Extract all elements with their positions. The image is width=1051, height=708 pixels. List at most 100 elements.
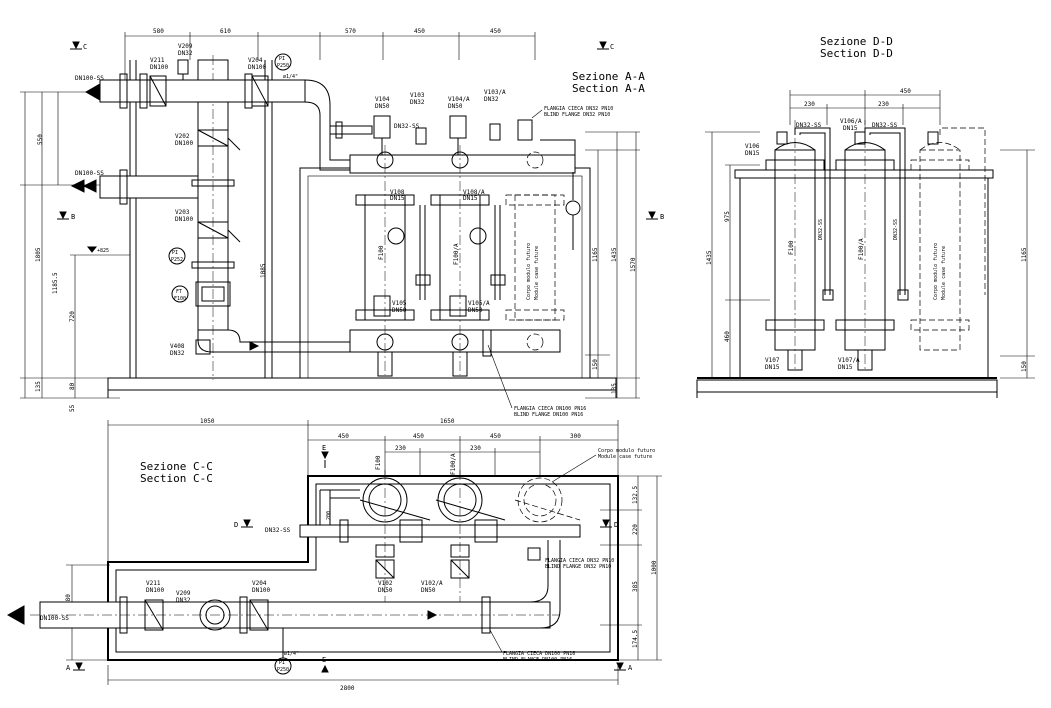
cc-dim-200: 200 (326, 511, 332, 520)
aa-v104a: V104/A (448, 96, 470, 103)
cc-dim-132: 132.5 (632, 486, 639, 504)
dd-dim-975: 975 (724, 211, 731, 222)
aa-top-manifold (349, 154, 576, 174)
cc-flange-r-en: BLIND FLANGE DN32 PN10 (545, 564, 611, 570)
filter-vessel-f100a: F100/A (430, 145, 490, 377)
aa-flange-top-en: BLIND FLANGE DN32 PN10 (544, 112, 610, 118)
aa-dim-right-150: 150 (592, 359, 599, 370)
pressure-indicator-icon (274, 53, 292, 71)
cc-future: Corpo modulo futuro (598, 448, 655, 454)
dd-dn32ss-v1: DN32-SS (818, 219, 824, 240)
cc-dim-230b: 230 (470, 445, 481, 452)
section-b-marker-icon (648, 211, 656, 220)
dd-dim-230a: 230 (804, 101, 815, 108)
dd-dim-1165: 1165 (1021, 247, 1028, 262)
cc-sec-a-right: A (628, 664, 633, 672)
flow-indicator-icon (469, 227, 487, 245)
aa-pi-num: P250 (277, 63, 289, 69)
dd-vessel-f100: F100 (765, 120, 825, 371)
outlet-arrow-icon (6, 605, 25, 625)
aa-dim-right-135: 135 (611, 383, 618, 394)
dd-dn32ss: DN32-SS (796, 122, 822, 129)
section-cc: Sezione C-C Section C-C 1050 1650 450 45… (6, 418, 662, 692)
cc-pi-num: P250 (277, 667, 289, 673)
dd-v107-dn: DN15 (765, 364, 780, 371)
cc-dn32ss: DN32-SS (265, 527, 291, 534)
dd-future: Corpo modulo futuro (933, 243, 939, 300)
aa-dim-top-2: 610 (220, 28, 231, 35)
cc-vessel-f100: F100 (359, 455, 431, 610)
aa-half-in: ø1/4" (283, 74, 298, 80)
aa-v204-dn: DN100 (248, 64, 266, 71)
cc-skid-outline (107, 475, 619, 661)
dd-dim-450: 450 (900, 88, 911, 95)
cc-pi: PI (279, 660, 285, 666)
aa-v408-dn: DN32 (170, 350, 185, 357)
cc-dim-2800: 2800 (340, 685, 355, 692)
aa-dim-top-4: 450 (414, 28, 425, 35)
aa-v211: V211 (150, 57, 165, 64)
cc-flange-b-en: BLIND FLANGE DN100 PN16 (503, 657, 572, 663)
cc-dn32-manifold (299, 524, 581, 538)
aa-dim-top-5: 450 (490, 28, 501, 35)
aa-dim-top-1: 580 (153, 28, 164, 35)
aa-dn32ss: DN32-SS (394, 123, 420, 130)
flow-indicator-icon (387, 227, 405, 245)
aa-v108-dn: DN15 (390, 195, 405, 202)
section-a-marker-icon (616, 662, 624, 671)
aa-pi: PI (279, 56, 285, 62)
aa-skid-base (107, 377, 617, 391)
section-b-marker-icon (59, 211, 67, 220)
dd-v107: V107 (765, 357, 780, 364)
cc-v102: V102 (378, 580, 393, 587)
aa-fit-num: F100 (174, 296, 186, 302)
cc-flange-r-it: FLANGIA CIECA DN32 PN10 (545, 558, 614, 564)
aa-dim-left-80: 80 (69, 382, 76, 390)
aa-v202-dn: DN100 (175, 140, 193, 147)
cc-dim-300: 300 (570, 433, 581, 440)
cc-sec-e-bot: E (322, 656, 326, 664)
section-aa-title-it: Sezione A-A (572, 70, 645, 83)
cc-v102a: V102/A (421, 580, 443, 587)
aa-v202: V202 (175, 133, 190, 140)
aa-v211-dn: DN100 (150, 64, 168, 71)
aa-dim-left-1805: 1805 (35, 247, 42, 262)
dd-dim-150: 150 (1021, 361, 1028, 372)
section-d-marker-icon (602, 519, 610, 528)
aa-v103-dn: DN32 (410, 99, 425, 106)
outlet-arrow-icon (84, 83, 101, 101)
cc-half-in: ø1/4" (284, 651, 299, 657)
aa-v103a-dn: DN32 (484, 96, 499, 103)
cc-dim-1650: 1650 (440, 418, 455, 425)
filter-vessel-f100: F100 (355, 145, 415, 377)
aa-future: Corpo modulo futuro (526, 243, 532, 300)
aa-v408: V408 (170, 343, 185, 350)
cc-sec-e-top: E (322, 444, 326, 452)
pressure-indicator-icon (565, 200, 581, 216)
cc-future-en: Module case future (598, 454, 652, 460)
cc-vessel-f100a: F100/A (435, 453, 506, 610)
aa-pi2: PI (172, 250, 178, 256)
aa-dim-top-3: 570 (345, 28, 356, 35)
aa-flange-top-it: FLANGIA CIECA DN32 PN10 (544, 106, 613, 112)
aa-v203: V203 (175, 209, 190, 216)
aa-v209-dn: DN32 (178, 50, 193, 57)
aa-v108a-dn: DN15 (463, 195, 478, 202)
aa-v103a: V103/A (484, 89, 506, 96)
aa-sec-c-right: C (610, 43, 614, 51)
aa-sec-b-left: B (71, 213, 75, 221)
section-d-marker-icon (243, 519, 251, 528)
cc-f100: F100 (375, 455, 382, 470)
dd-v106-dn: DN15 (745, 150, 760, 157)
dd-dim-1435: 1435 (706, 250, 713, 265)
cc-dim-450b: 450 (413, 433, 424, 440)
section-aa-title-en: Section A-A (572, 82, 645, 95)
aa-dn100-in: DN100-SS (75, 170, 104, 177)
cc-v209: V209 (176, 590, 191, 597)
cc-v102-dn: DN50 (378, 587, 393, 594)
aa-dim-right-1435: 1435 (611, 247, 618, 262)
cc-v204: V204 (252, 580, 267, 587)
aa-v105a: V105/A (468, 300, 490, 307)
dd-dim-460: 460 (724, 331, 731, 342)
cc-v204-dn: DN100 (252, 587, 270, 594)
